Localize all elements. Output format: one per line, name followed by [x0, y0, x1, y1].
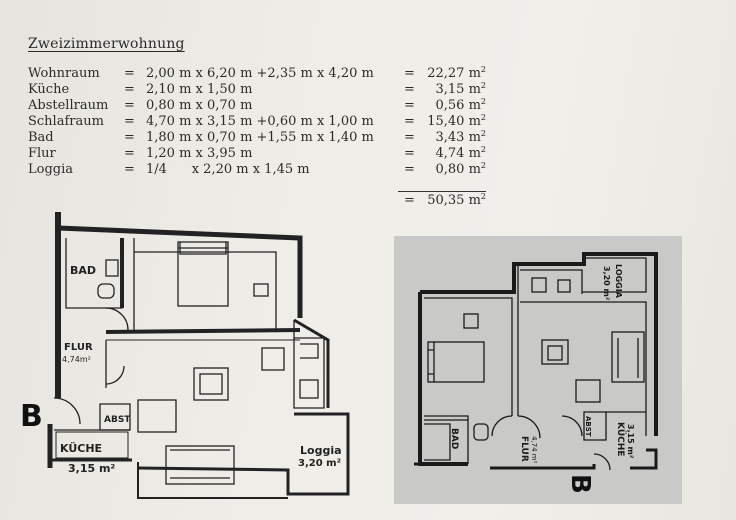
equals-sign: = — [124, 114, 135, 129]
entrance-b-label: B — [20, 399, 43, 434]
equals-sign: = — [124, 66, 135, 81]
area-calculation: 1,20 m x 3,95 m — [146, 146, 253, 161]
kuche-label: KÜCHE — [60, 441, 102, 455]
area-result: 22,27 m2 — [427, 65, 486, 82]
equals-sign: = — [404, 66, 415, 81]
flur-label: FLUR — [519, 436, 529, 462]
area-result: 0,56 m2 — [435, 97, 487, 114]
loggia-area-label: 3,20 m² — [298, 458, 341, 469]
kuche-area-label: 3,15 m² — [68, 462, 115, 475]
room-name: Küche — [28, 82, 70, 97]
total-area: 50,35 m2 — [427, 192, 486, 209]
sum-line — [398, 191, 486, 192]
flur-area-label: 4,74m² — [62, 355, 91, 364]
bad-label: BAD — [449, 428, 459, 449]
area-calculation: 0,80 m x 0,70 m — [146, 98, 253, 113]
equals-sign: = — [124, 82, 135, 97]
room-name: Abstellraum — [28, 98, 109, 113]
loggia-label: Loggia — [300, 444, 342, 457]
area-result: 3,43 m2 — [435, 129, 487, 146]
document-title: Zweizimmerwohnung — [28, 36, 185, 52]
equals-sign: = — [404, 114, 415, 129]
equals-sign: = — [124, 162, 135, 177]
equals-sign: = — [404, 98, 415, 113]
equals-sign: = — [124, 98, 135, 113]
equals-sign: = — [124, 130, 135, 145]
entrance-b-label: B — [565, 474, 595, 494]
room-name: Bad — [28, 130, 54, 145]
flur-label: FLUR — [64, 342, 93, 353]
floor-plan-left-drawing: BAD FLUR 4,74m² ABST KÜCHE 3,15 m² Loggi… — [20, 212, 350, 499]
abst-label: ABST — [584, 416, 592, 437]
equals-sign: = — [404, 130, 415, 145]
flur-area-label: 4,74 m² — [530, 436, 538, 464]
kuche-label: KÜCHE — [615, 422, 626, 456]
floor-plan-right: LOGGIA 3,20 m² BAD FLUR 4,74 m² ABST KÜC… — [394, 236, 682, 504]
area-calculation: 4,70 m x 3,15 m +0,60 m x 1,00 m — [146, 114, 374, 129]
area-result: 3,15 m2 — [435, 81, 487, 98]
area-calculation: 2,00 m x 6,20 m +2,35 m x 4,20 m — [146, 66, 374, 81]
equals-sign: = — [404, 193, 415, 208]
area-calculation: 2,10 m x 1,50 m — [146, 82, 253, 97]
abst-label: ABST — [104, 415, 131, 425]
area-calculation: 1,80 m x 0,70 m +1,55 m x 1,40 m — [146, 130, 374, 145]
room-name: Loggia — [28, 162, 74, 177]
floor-plan-right-drawing: LOGGIA 3,20 m² BAD FLUR 4,74 m² ABST KÜC… — [414, 252, 658, 494]
equals-sign: = — [404, 162, 415, 177]
equals-sign: = — [404, 146, 415, 161]
bad-label: BAD — [70, 264, 96, 277]
loggia-area-label: 3,20 m² — [602, 266, 611, 301]
room-name: Schlafraum — [28, 114, 104, 129]
kuche-area-label: 3,15 m² — [626, 424, 635, 459]
area-result: 4,74 m2 — [435, 145, 487, 162]
area-calculation: 1/4 x 2,20 m x 1,45 m — [146, 162, 310, 177]
room-name: Wohnraum — [28, 66, 100, 81]
area-result: 0,80 m2 — [435, 161, 487, 178]
room-name: Flur — [28, 146, 56, 161]
equals-sign: = — [124, 146, 135, 161]
loggia-label: LOGGIA — [614, 264, 623, 299]
area-result: 15,40 m2 — [427, 113, 486, 130]
equals-sign: = — [404, 82, 415, 97]
floor-plan-left: BAD FLUR 4,74m² ABST KÜCHE 3,15 m² Loggi… — [18, 208, 364, 516]
